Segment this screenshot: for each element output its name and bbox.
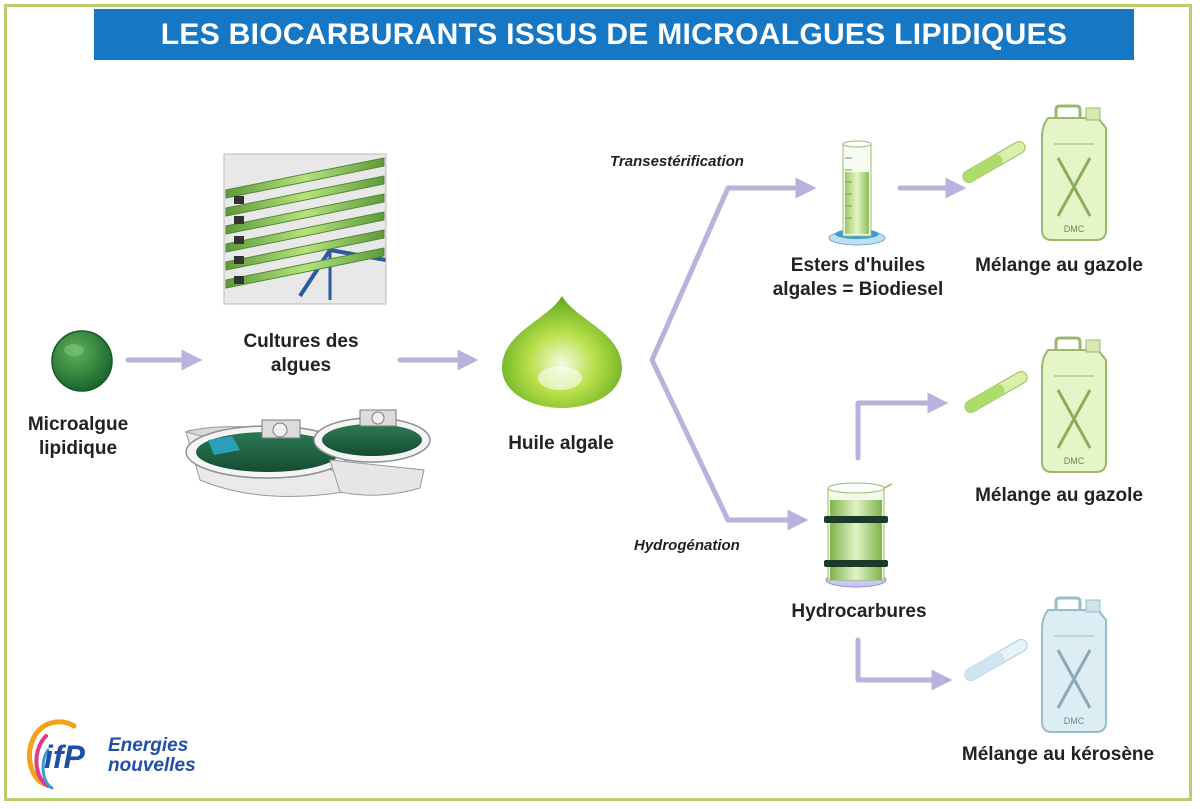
logo-line1: Energies <box>108 735 189 756</box>
arrow-huile-to-esters <box>649 177 817 363</box>
logo-mark-text: ifP <box>44 739 86 775</box>
flow-arrows <box>125 177 967 691</box>
label-transesterification: Transestérification <box>610 153 744 170</box>
jerrycan-icon: DMC <box>1041 336 1107 473</box>
label-cultures: Cultures des algues <box>243 331 359 376</box>
test-tube-icon <box>964 371 1028 413</box>
test-tube-icon <box>962 141 1026 183</box>
label-huile: Huile algale <box>508 433 614 454</box>
label-microalgue: Microalgue lipidique <box>27 414 129 459</box>
jerrycan-mark: DMC <box>1064 456 1085 466</box>
label-melange-gazole-2: Mélange au gazole <box>975 485 1143 506</box>
microalgue-icon <box>51 330 113 392</box>
label-esters: Esters d'huiles algales = Biodiesel <box>772 255 944 300</box>
graduated-cylinder-icon <box>828 140 886 246</box>
jerrycan-mark: DMC <box>1064 716 1085 726</box>
jerrycan-mark: DMC <box>1064 224 1085 234</box>
page-title: LES BIOCARBURANTS ISSUS DE MICROALGUES L… <box>160 17 1068 51</box>
raceway-ponds-icon <box>184 409 431 497</box>
label-hydrocarbures: Hydrocarbures <box>791 601 927 622</box>
arrow-hydrocarbures-to-gazole <box>855 392 949 461</box>
label-melange-kerosene: Mélange au kérosène <box>961 744 1155 765</box>
label-melange-gazole-1: Mélange au gazole <box>975 255 1143 276</box>
arrow-hydrocarbures-to-kerosene <box>855 637 953 691</box>
arrow-huile-to-hydrocarbures <box>649 357 809 531</box>
label-hydrogenation: Hydrogénation <box>634 537 740 554</box>
beaker-icon <box>824 482 893 588</box>
ifp-logo-mark: ifP <box>27 719 86 790</box>
ifp-logo: ifP Energies nouvelles <box>22 712 202 792</box>
title-bar: LES BIOCARBURANTS ISSUS DE MICROALGUES L… <box>94 9 1134 60</box>
jerrycan-icon: DMC <box>1041 596 1107 733</box>
oil-drop-icon <box>502 296 622 408</box>
jerrycan-icon: DMC <box>1041 104 1107 241</box>
logo-line2: nouvelles <box>108 755 196 776</box>
test-tube-icon <box>964 639 1028 681</box>
photobioreactor-icon <box>223 153 387 305</box>
